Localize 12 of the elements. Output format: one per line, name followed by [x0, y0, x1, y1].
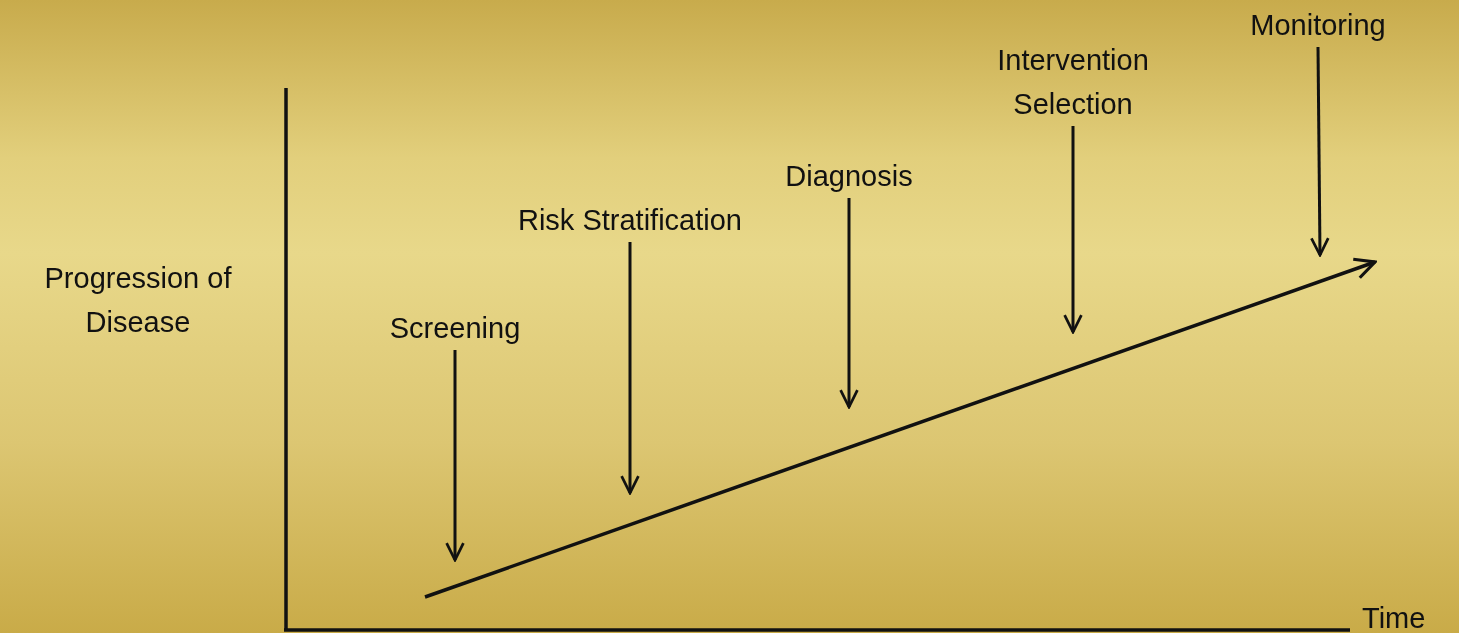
step-label: Monitoring: [1218, 3, 1418, 47]
axis-label: Progression of Disease: [43, 261, 233, 340]
arrow: [839, 198, 859, 409]
step-label: Risk Stratification: [515, 198, 745, 242]
step-label: Intervention Selection: [958, 38, 1188, 126]
axis-label: Time: [1362, 601, 1427, 633]
arrow: [1310, 47, 1330, 257]
arrow: [1063, 126, 1083, 334]
step-label: Diagnosis: [749, 154, 949, 198]
step-label: Screening: [355, 306, 555, 350]
arrow: [445, 350, 465, 562]
arrow: [620, 242, 640, 495]
